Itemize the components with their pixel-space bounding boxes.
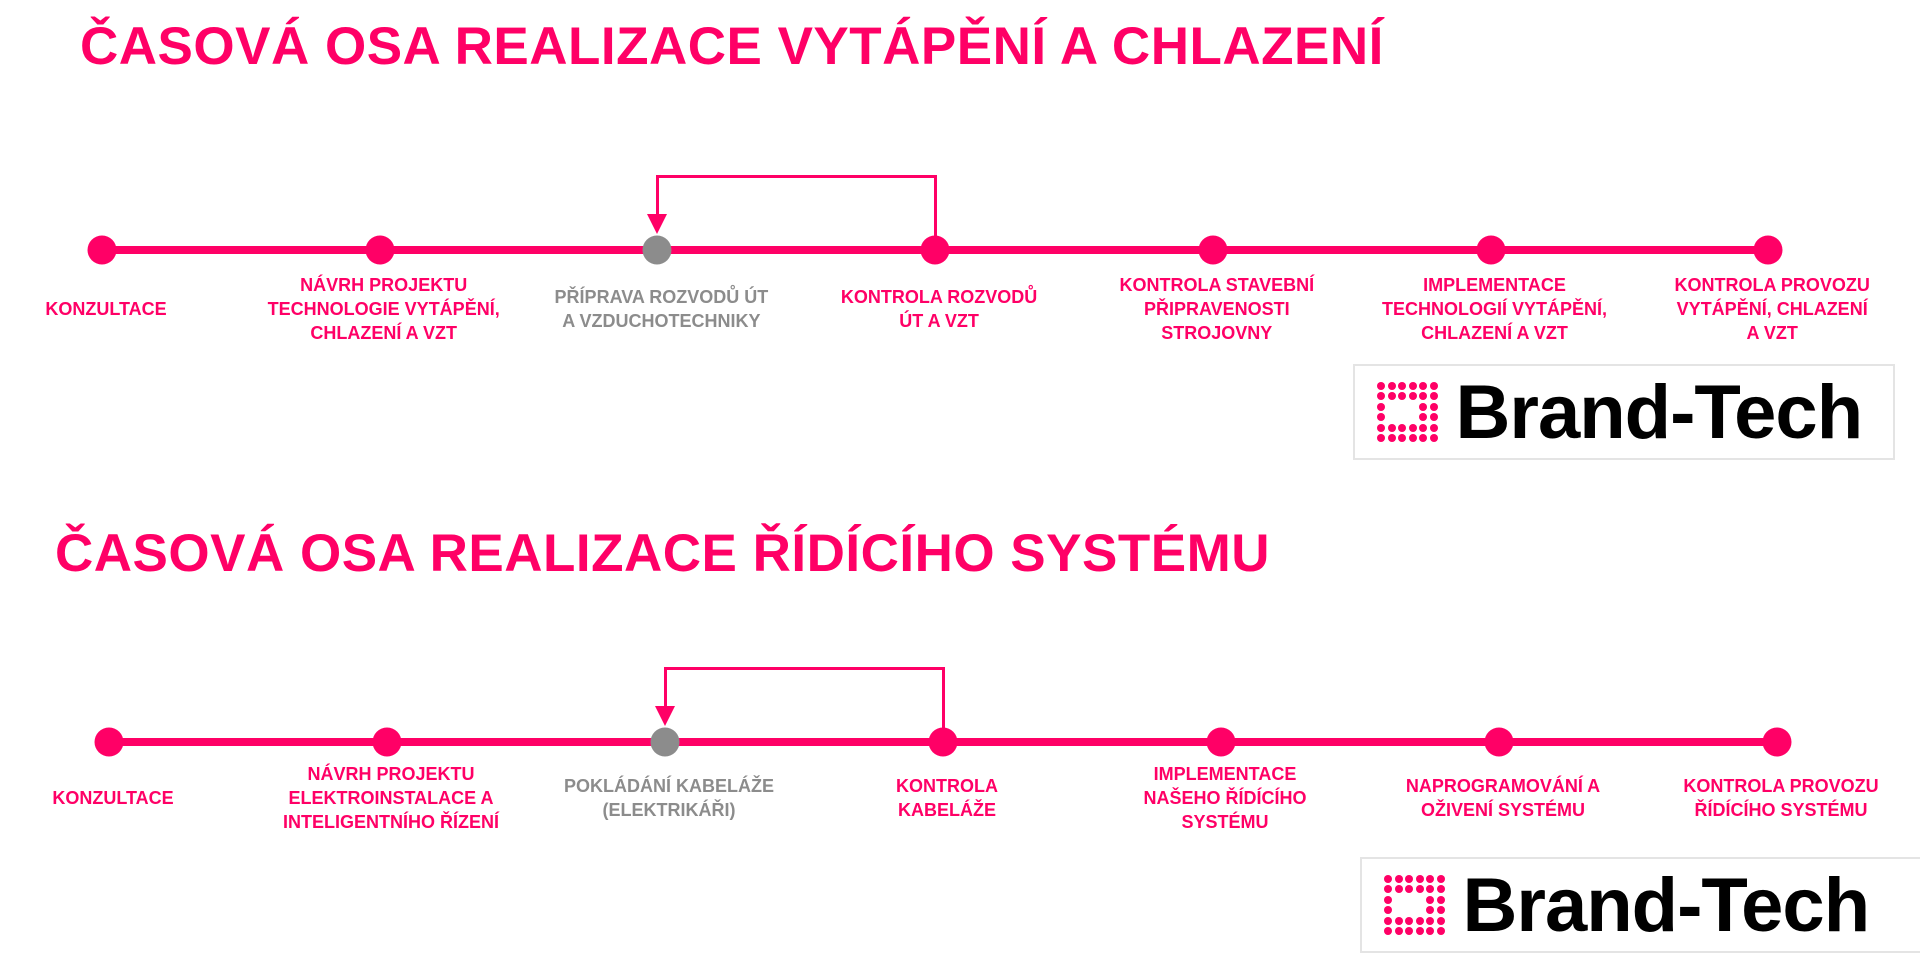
milestone-label: IMPLEMENTACE NAŠEHO ŘÍDÍCÍHO SYSTÉMU: [1143, 764, 1307, 832]
timeline-milestone-dot: [650, 727, 680, 757]
milestone-label: NAPROGRAMOVÁNÍ A OŽIVENÍ SYSTÉMU: [1405, 776, 1601, 820]
arrow-down-icon: [647, 214, 668, 234]
timeline-milestone-dot: [372, 727, 402, 757]
loop-connector-riser: [933, 175, 937, 250]
milestone-label: POKLÁDÁNÍ KABELÁŽE (ELEKTRIKÁŘI): [564, 776, 774, 820]
milestone-label: KONTROLA PROVOZU VYTÁPĚNÍ, CHLAZENÍ A VZ…: [1674, 275, 1870, 343]
milestone-label: KONTROLA STAVEBNÍ PŘIPRAVENOSTI STROJOVN…: [1119, 275, 1315, 343]
brand-dots-icon: [1377, 381, 1438, 443]
milestone-label: KONTROLA KABELÁŽE: [896, 776, 998, 820]
timeline-milestone-dot: [1206, 727, 1236, 757]
milestone-label: PŘÍPRAVA ROZVODŮ ÚT A VZDUCHOTECHNIKY: [554, 287, 769, 331]
timeline-title-control-system: ČASOVÁ OSA REALIZACE ŘÍDÍCÍHO SYSTÉMU: [55, 524, 1271, 583]
brand-logo: Brand-Tech: [1353, 364, 1895, 460]
timeline-milestone-dot: [928, 727, 958, 757]
brand-dots-icon: [1384, 874, 1445, 936]
milestone-label: KONTROLA PROVOZU ŘÍDÍCÍHO SYSTÉMU: [1683, 776, 1879, 820]
timeline-title-heating: ČASOVÁ OSA REALIZACE VYTÁPĚNÍ A CHLAZENÍ: [80, 17, 1384, 76]
timeline-milestone-dot: [94, 727, 124, 757]
timeline-milestone-dot: [1476, 235, 1505, 265]
milestone-label: KONZULTACE: [45, 299, 167, 319]
brand-logo: Brand-Tech: [1360, 857, 1920, 953]
timeline-milestone-dot: [1762, 727, 1792, 757]
milestone-label: IMPLEMENTACE TECHNOLOGIÍ VYTÁPĚNÍ, CHLAZ…: [1381, 275, 1608, 343]
timeline-milestone-dot: [642, 235, 672, 265]
brand-logo-text: Brand-Tech: [1455, 369, 1864, 455]
timeline-milestone-dot: [1198, 235, 1228, 265]
milestone-label: NÁVRH PROJEKTU ELEKTROINSTALACE A INTELI…: [283, 764, 499, 832]
milestone-label: KONZULTACE: [52, 788, 174, 808]
timeline-milestone-dot: [87, 235, 117, 265]
timeline-milestone-dot: [365, 235, 395, 265]
milestone-label: KONTROLA ROZVODŮ ÚT A VZT: [840, 287, 1038, 331]
loop-back-connector: [663, 667, 945, 717]
timeline-milestone-dot: [1484, 727, 1514, 757]
milestone-label: NÁVRH PROJEKTU TECHNOLOGIE VYTÁPĚNÍ, CHL…: [267, 275, 500, 343]
timeline-milestone-dot: [1753, 235, 1783, 265]
timeline-milestone-dot: [920, 235, 950, 265]
brand-logo-text: Brand-Tech: [1462, 862, 1871, 948]
arrow-down-icon: [655, 706, 675, 726]
loop-connector-riser: [941, 667, 945, 742]
